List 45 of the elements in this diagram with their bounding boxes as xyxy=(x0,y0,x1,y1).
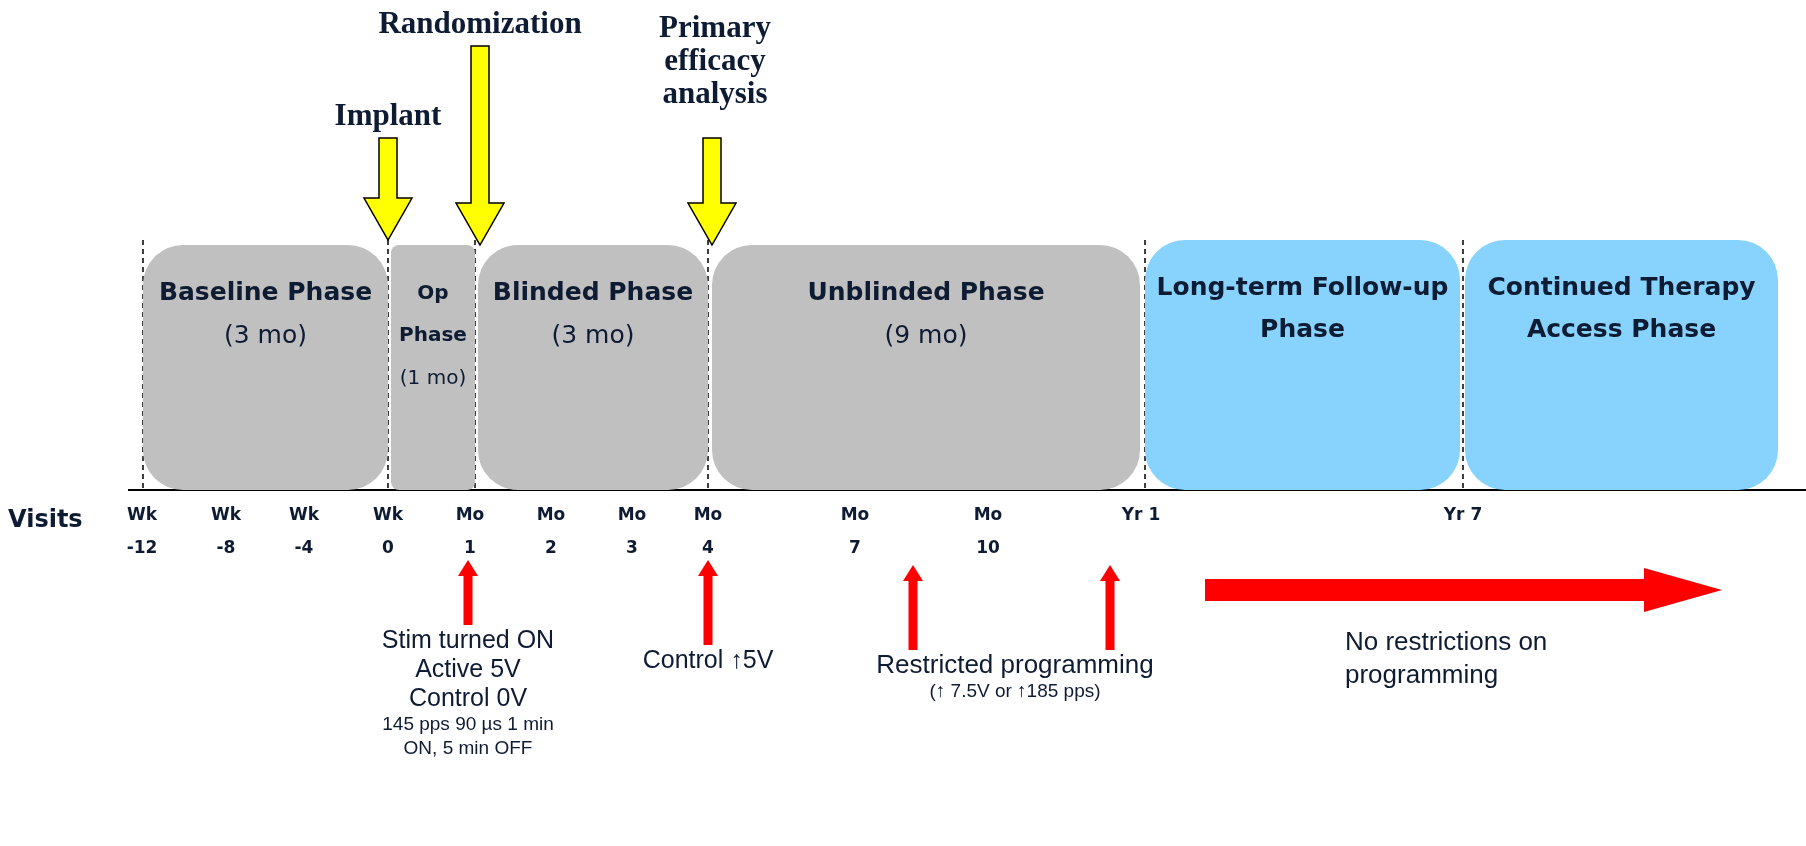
visit-label: Yr 1 xyxy=(1121,503,1161,526)
visit-label: Mo 1 xyxy=(454,503,486,559)
axis-title: Visits xyxy=(8,505,83,533)
phase-box xyxy=(391,245,475,490)
phase-title: Continued Therapy Access Phase xyxy=(1486,271,1757,345)
visit-label: Mo 7 xyxy=(839,503,871,559)
visit-label: Wk -12 xyxy=(125,503,159,559)
phase-box xyxy=(1145,240,1460,490)
phase-box xyxy=(712,245,1140,490)
phase-box xyxy=(1465,240,1778,490)
arrow xyxy=(458,560,478,625)
milestone-label: Randomization xyxy=(340,6,620,46)
phase-title: Baseline Phase xyxy=(157,276,374,308)
phase-duration: (1 mo) xyxy=(398,364,468,391)
annotation-text: Stim turned ON Active 5V Control 0V xyxy=(380,625,556,712)
phase-box xyxy=(478,245,708,490)
annotation-text: Restricted programming xyxy=(875,650,1155,679)
annotation-detail: (↑ 7.5V or ↑185 pps) xyxy=(928,679,1102,703)
phase-duration: (3 mo) xyxy=(223,319,308,351)
visit-label: Yr 7 xyxy=(1443,503,1483,526)
visit-label: Mo 3 xyxy=(616,503,648,559)
phase-duration: (3 mo) xyxy=(550,319,636,351)
phase-duration: (9 mo) xyxy=(883,319,969,351)
milestone-label: Primary efficacy analysis xyxy=(640,10,790,138)
visit-label: Wk -4 xyxy=(287,503,321,559)
arrow xyxy=(686,137,738,247)
annotation-text: Control ↑5V xyxy=(641,645,775,674)
phase-title: Op Phase xyxy=(398,279,468,348)
milestone-label: Implant xyxy=(300,98,476,138)
phase-title: Long-term Follow-up Phase xyxy=(1155,271,1450,345)
arrow xyxy=(454,45,506,247)
phase-box xyxy=(143,245,388,490)
visit-label: Wk -8 xyxy=(209,503,243,559)
arrow xyxy=(903,565,923,650)
arrow xyxy=(362,137,414,242)
phase-title: Unblinded Phase xyxy=(806,276,1046,308)
visit-label: Mo 2 xyxy=(535,503,567,559)
annotation-detail: 145 pps 90 µs 1 min ON, 5 min OFF xyxy=(381,712,555,760)
visit-label: Mo 4 xyxy=(692,503,724,559)
phase-title: Blinded Phase xyxy=(491,276,695,308)
annotation-text: No restrictions on programming xyxy=(1345,625,1549,691)
arrow xyxy=(698,560,718,645)
arrow xyxy=(1100,565,1120,650)
visit-label: Mo 10 xyxy=(972,503,1004,559)
visit-label: Wk 0 xyxy=(371,503,405,559)
